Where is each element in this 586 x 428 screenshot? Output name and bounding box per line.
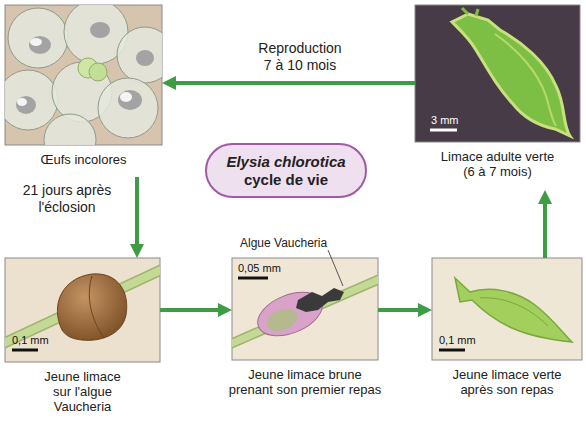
ingested-alga bbox=[296, 288, 344, 312]
embryo bbox=[16, 96, 36, 114]
alga-filament bbox=[232, 278, 378, 345]
alga-filament bbox=[5, 268, 160, 345]
slug-gut bbox=[263, 305, 300, 336]
stage-panel: Œufs incolores bbox=[5, 5, 162, 177]
embryo bbox=[118, 90, 142, 110]
eggs-illustration bbox=[5, 5, 162, 145]
stage-caption: Jeune limace sur l'algue Vaucheria bbox=[37, 369, 129, 414]
egg bbox=[5, 70, 58, 130]
egg bbox=[117, 27, 162, 83]
embryo bbox=[29, 36, 51, 54]
alga-filament bbox=[232, 278, 378, 345]
arrow-label: 21 jours après l'éclosion bbox=[8, 182, 126, 216]
egg bbox=[98, 78, 158, 138]
embryo-highlight bbox=[120, 92, 132, 102]
stage-panel: Limace adulte verte (6 à 7 mois) bbox=[415, 5, 580, 190]
alga-filament bbox=[5, 268, 160, 345]
stage-caption: Limace adulte verte (6 à 7 mois) bbox=[438, 149, 558, 179]
scale-label: 0,05 mm bbox=[238, 262, 281, 275]
green-juvenile bbox=[455, 278, 572, 342]
scale-bar bbox=[430, 129, 457, 132]
stage-caption: Jeune limace brune prenant son premier r… bbox=[227, 367, 384, 397]
egg-green bbox=[89, 63, 107, 81]
panel-frame bbox=[5, 258, 160, 362]
cycle-arrow bbox=[135, 177, 139, 250]
juvenile-slug bbox=[57, 274, 126, 340]
slug-fold bbox=[495, 34, 556, 126]
cycle-arrow bbox=[170, 81, 415, 85]
scale-bar bbox=[439, 349, 465, 352]
embryo bbox=[136, 50, 154, 66]
juvenile-illustration bbox=[5, 268, 160, 345]
cycle-arrow bbox=[160, 308, 224, 312]
embryo-highlight bbox=[17, 98, 27, 106]
scale-bar bbox=[238, 277, 268, 280]
slug-rhinophore bbox=[462, 8, 478, 16]
shell-line bbox=[89, 276, 104, 338]
embryo-highlight bbox=[30, 38, 42, 46]
panel-frame bbox=[232, 258, 378, 360]
stage-caption: Œufs incolores bbox=[9, 152, 159, 167]
title-text: Elysia chlorotica bbox=[226, 153, 345, 171]
cycle-arrow bbox=[543, 198, 547, 258]
slug-fold bbox=[480, 298, 548, 326]
cycle-arrow bbox=[378, 308, 424, 312]
arrow-label: Reproduction 7 à 10 mois bbox=[255, 40, 345, 74]
feeding-illustration bbox=[232, 278, 378, 345]
stage-panel: Jeune limace verte après son repas bbox=[432, 258, 582, 403]
panel-frame bbox=[415, 5, 580, 142]
panel-frame bbox=[432, 258, 582, 360]
adult-slug bbox=[452, 14, 570, 136]
scale-bar bbox=[12, 349, 38, 352]
scale-label: 0,1 mm bbox=[439, 334, 476, 347]
title-pill: Elysia chloroticacycle de vie bbox=[205, 143, 367, 198]
leader-line bbox=[328, 250, 343, 286]
stage-caption: Jeune limace verte après son repas bbox=[442, 367, 572, 397]
egg bbox=[8, 8, 68, 68]
feeding-slug bbox=[251, 284, 328, 345]
scale-label: 3 mm bbox=[431, 114, 459, 127]
part-label: Algue Vaucheria bbox=[240, 237, 327, 250]
title-text: cycle de vie bbox=[244, 171, 328, 189]
scale-label: 0,1 mm bbox=[12, 334, 49, 347]
stage-panel: Jeune limace brune prenant son premier r… bbox=[232, 258, 378, 403]
egg bbox=[44, 114, 96, 145]
embryo bbox=[90, 22, 110, 38]
